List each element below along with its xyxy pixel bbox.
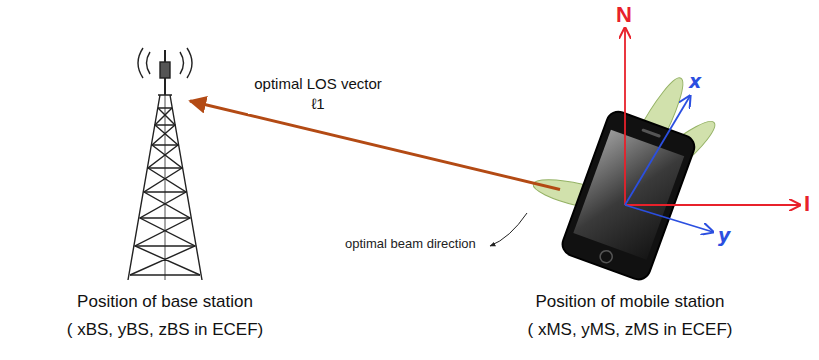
coordinate-caption: ( xBS, yBS, zBS in ECEF) xyxy=(5,316,325,344)
station-caption: Position of mobile station xyxy=(470,288,790,316)
x-axis xyxy=(625,96,690,205)
callout-text: optimal beam direction xyxy=(345,236,476,251)
y-axis xyxy=(625,205,713,232)
mobile-station: Position of mobile station( xMS, yMS, zM… xyxy=(560,105,700,285)
station-caption: Position of base station xyxy=(5,288,325,316)
y-axis-label: y xyxy=(718,224,730,246)
east-axis-label: I xyxy=(804,191,810,217)
axes xyxy=(625,28,800,232)
tower-illustration xyxy=(128,48,202,280)
leader-line xyxy=(490,213,527,246)
north-axis-label: N xyxy=(616,2,632,28)
caption-group: Position of base station( xBS, yBS, zBS … xyxy=(5,288,325,344)
los-vector xyxy=(190,101,560,189)
east-axis xyxy=(625,204,800,206)
base-station: Position of base station( xBS, yBS, zBS … xyxy=(140,55,190,285)
x-axis-label: x xyxy=(689,70,701,92)
vector-label: optimal LOS vector ℓ1 xyxy=(248,74,388,114)
caption-group: Position of mobile station( xMS, yMS, zM… xyxy=(470,288,790,344)
north-axis xyxy=(624,28,626,205)
coordinate-caption: ( xMS, yMS, zMS in ECEF) xyxy=(470,316,790,344)
phone-illustration xyxy=(559,108,697,282)
